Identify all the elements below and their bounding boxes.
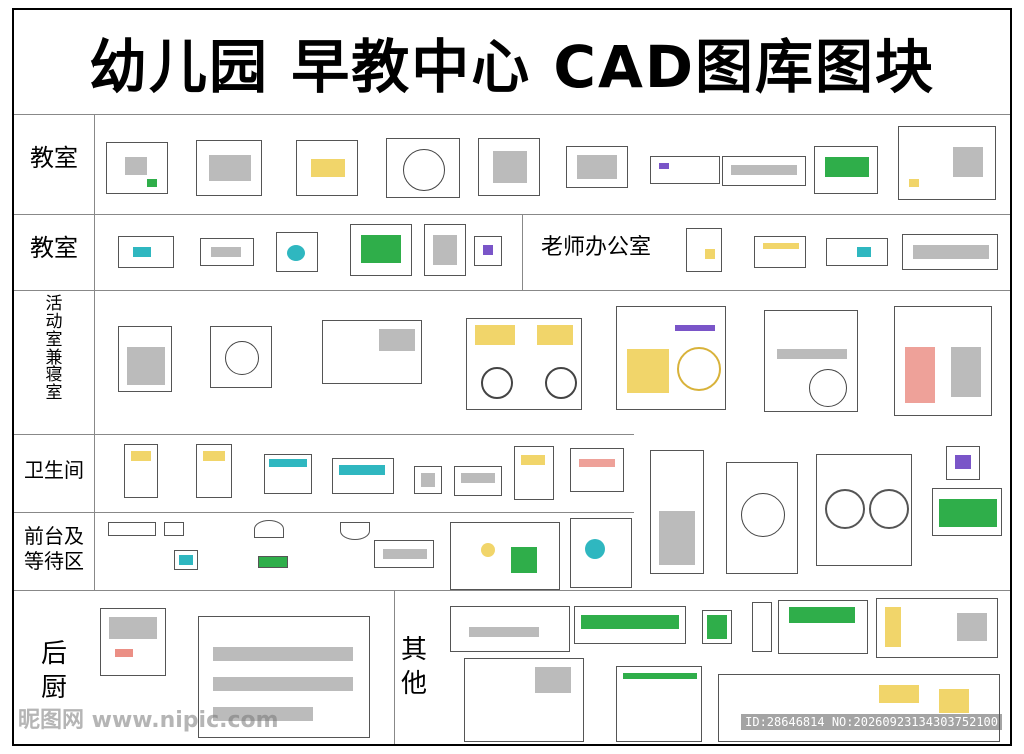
floor-plan-thumbnail bbox=[450, 606, 570, 652]
floor-plan-thumbnail bbox=[650, 450, 704, 574]
floor-plan-thumbnail bbox=[466, 318, 582, 410]
section-label-classroom: 教室 bbox=[30, 144, 78, 172]
floor-plan-thumbnail bbox=[200, 238, 254, 266]
floor-plan-thumbnail bbox=[424, 224, 466, 276]
furniture-block bbox=[108, 522, 156, 536]
divider bbox=[14, 590, 1010, 591]
divider bbox=[14, 512, 634, 513]
floor-plan-thumbnail bbox=[514, 446, 554, 500]
floor-plan-thumbnail bbox=[686, 228, 722, 272]
floor-plan-thumbnail bbox=[722, 156, 806, 186]
divider bbox=[94, 114, 95, 590]
divider bbox=[14, 214, 1010, 215]
floor-plan-thumbnail bbox=[894, 306, 992, 416]
floor-plan-thumbnail bbox=[196, 444, 232, 498]
cad-sheet: 幼儿园 早教中心 CAD图库图块 教室 教室 老师办公室 活 动 室 兼 寝 室… bbox=[12, 8, 1012, 746]
floor-plan-thumbnail bbox=[332, 458, 394, 494]
section-label-other: 其 他 bbox=[400, 635, 427, 699]
floor-plan-thumbnail bbox=[474, 236, 502, 266]
furniture-block bbox=[174, 550, 198, 570]
divider bbox=[14, 114, 1010, 115]
floor-plan-thumbnail bbox=[778, 600, 868, 654]
floor-plan-thumbnail bbox=[932, 488, 1002, 536]
floor-plan-thumbnail bbox=[566, 146, 628, 188]
floor-plan-thumbnail bbox=[814, 146, 878, 194]
floor-plan-thumbnail bbox=[124, 444, 158, 498]
floor-plan-thumbnail bbox=[816, 454, 912, 566]
floor-plan-thumbnail bbox=[876, 598, 998, 658]
floor-plan-thumbnail bbox=[100, 608, 166, 676]
page-title: 幼儿园 早教中心 CAD图库图块 bbox=[89, 33, 935, 101]
floor-plan-thumbnail bbox=[478, 138, 540, 196]
floor-plan-thumbnail bbox=[574, 606, 686, 644]
floor-plan-thumbnail bbox=[454, 466, 502, 496]
floor-plan-thumbnail bbox=[946, 446, 980, 480]
floor-plan-thumbnail bbox=[296, 140, 358, 196]
divider bbox=[14, 434, 634, 435]
floor-plan-thumbnail bbox=[210, 326, 272, 388]
furniture-block bbox=[374, 540, 434, 568]
floor-plan-thumbnail bbox=[386, 138, 460, 198]
watermark: 昵图网 www.nipic.com bbox=[18, 708, 279, 733]
floor-plan-thumbnail bbox=[754, 236, 806, 268]
floor-plan-thumbnail bbox=[570, 518, 632, 588]
floor-plan-thumbnail bbox=[764, 310, 858, 412]
floor-plan-thumbnail bbox=[350, 224, 412, 276]
furniture-block bbox=[258, 556, 288, 568]
section-label-kitchen: 后 厨 bbox=[40, 639, 67, 703]
floor-plan-thumbnail bbox=[718, 674, 1000, 742]
divider bbox=[14, 290, 1010, 291]
floor-plan-thumbnail bbox=[726, 462, 798, 574]
furniture-block bbox=[254, 520, 284, 538]
floor-plan-thumbnail bbox=[650, 156, 720, 184]
floor-plan-thumbnail bbox=[902, 234, 998, 270]
floor-plan-thumbnail bbox=[616, 306, 726, 410]
floor-plan-thumbnail bbox=[118, 326, 172, 392]
floor-plan-thumbnail bbox=[414, 466, 442, 494]
floor-plan-thumbnail bbox=[198, 616, 370, 738]
floor-plan-thumbnail bbox=[450, 522, 560, 590]
floor-plan-thumbnail bbox=[826, 238, 888, 266]
section-label-reception: 前台及 等待区 bbox=[24, 524, 84, 573]
section-label-restroom: 卫生间 bbox=[24, 458, 84, 482]
furniture-block bbox=[340, 522, 370, 540]
divider bbox=[522, 214, 523, 290]
floor-plan-thumbnail bbox=[276, 232, 318, 272]
floor-plan-thumbnail bbox=[570, 448, 624, 492]
image-id-text: ID:28646814 NO:20260923134303752100 bbox=[741, 714, 1002, 730]
floor-plan-thumbnail bbox=[752, 602, 772, 652]
floor-plan-thumbnail bbox=[196, 140, 262, 196]
section-label-classroom: 教室 bbox=[30, 234, 78, 262]
floor-plan-thumbnail bbox=[702, 610, 732, 644]
floor-plan-thumbnail bbox=[464, 658, 584, 742]
divider bbox=[394, 590, 395, 744]
furniture-block bbox=[164, 522, 184, 536]
floor-plan-thumbnail bbox=[616, 666, 702, 742]
floor-plan-thumbnail bbox=[322, 320, 422, 384]
floor-plan-thumbnail bbox=[898, 126, 996, 200]
section-label-teacher-office: 老师办公室 bbox=[540, 235, 651, 260]
section-label-activity-room: 活 动 室 兼 寝 室 bbox=[45, 294, 63, 404]
floor-plan-thumbnail bbox=[106, 142, 168, 194]
floor-plan-thumbnail bbox=[118, 236, 174, 268]
floor-plan-thumbnail bbox=[264, 454, 312, 494]
